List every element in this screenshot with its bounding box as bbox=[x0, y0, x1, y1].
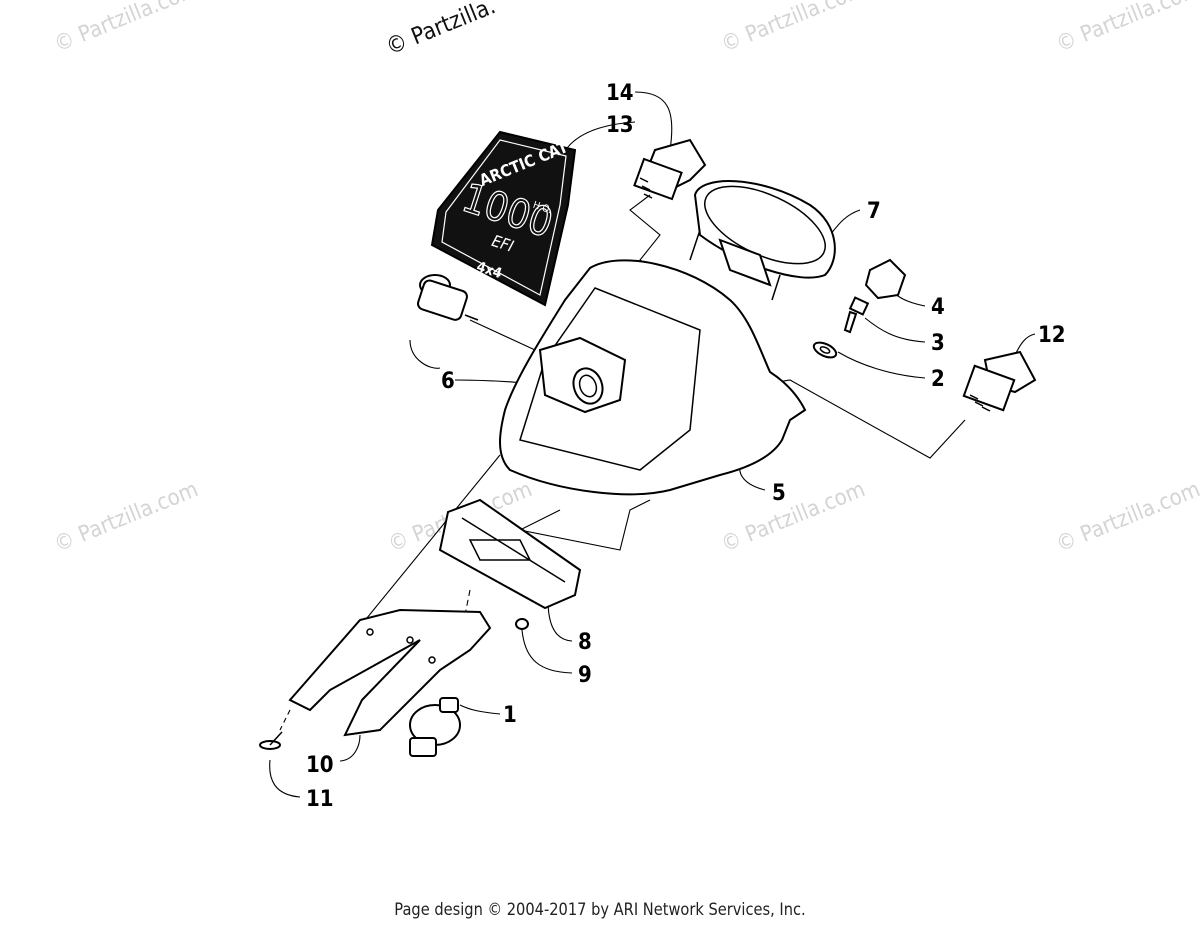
watermark: © Partzilla. bbox=[383, 0, 500, 61]
callout-8: 8 bbox=[578, 630, 592, 655]
callout-4: 4 bbox=[931, 295, 945, 320]
watermark: © Partzilla.com bbox=[51, 477, 202, 557]
callout-1: 1 bbox=[503, 703, 517, 728]
outlet-part-6 bbox=[417, 274, 479, 321]
callouts: 1 2 3 4 5 6 7 8 9 10 11 12 13 14 bbox=[306, 81, 1066, 812]
key-cap-part-4 bbox=[864, 258, 907, 300]
callout-9: 9 bbox=[578, 663, 592, 688]
watermark: © Partzilla.com bbox=[718, 0, 869, 58]
leader-lines bbox=[269, 91, 1036, 798]
callout-10: 10 bbox=[306, 753, 334, 778]
callout-14: 14 bbox=[606, 81, 634, 106]
page-footer: Page design © 2004-2017 by ARI Network S… bbox=[394, 900, 806, 920]
housing-part-5 bbox=[499, 259, 807, 496]
callout-13: 13 bbox=[606, 113, 634, 138]
trim-part-8 bbox=[438, 498, 582, 610]
callout-7: 7 bbox=[867, 199, 881, 224]
fastener-part-11 bbox=[259, 731, 283, 750]
switch-part-12 bbox=[962, 350, 1037, 412]
decal-part-13: ARCTIC CAT 1000 H.O. EFI 4x4 bbox=[430, 130, 577, 307]
switch-part-1 bbox=[409, 697, 461, 757]
callout-6: 6 bbox=[441, 369, 455, 394]
watermark: © Partzilla.com bbox=[51, 0, 202, 58]
nut-part-9 bbox=[515, 618, 529, 630]
bracket-part-10 bbox=[288, 608, 492, 737]
key-part-3 bbox=[843, 296, 870, 334]
watermark: © Partzilla.com bbox=[1053, 0, 1200, 58]
gauge-part-7 bbox=[689, 180, 836, 301]
decal-drive: 4x4 bbox=[474, 259, 504, 282]
callout-5: 5 bbox=[772, 481, 786, 506]
watermark: © Partzilla.com bbox=[1053, 477, 1200, 557]
callout-2: 2 bbox=[931, 367, 945, 392]
watermark: © Partzilla.com bbox=[718, 477, 869, 557]
callout-12: 12 bbox=[1038, 323, 1066, 348]
callout-11: 11 bbox=[306, 787, 334, 812]
callout-3: 3 bbox=[931, 331, 945, 356]
switch-part-14 bbox=[633, 138, 707, 201]
washer-part-2 bbox=[812, 341, 838, 359]
